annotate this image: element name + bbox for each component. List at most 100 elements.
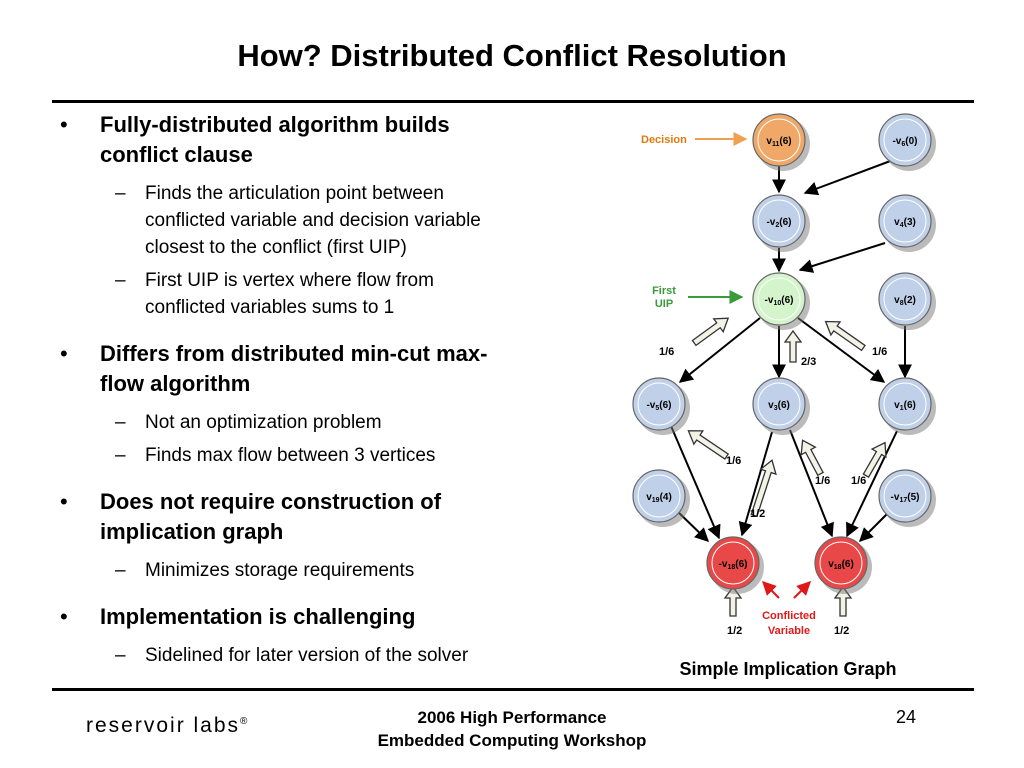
sub-line: closest to the conflict (first UIP) [145,237,407,258]
node-v11[interactable]: v11(6) [752,113,810,171]
sub-line: Finds max flow between 3 vertices [145,445,436,466]
graph-labels: Decision First UIP 1/6 2/3 1/6 1/6 1/6 1… [641,134,887,637]
svg-text:-v10(6): -v10(6) [765,295,794,307]
node-v19[interactable]: v19(4) [632,469,690,527]
svg-text:v8(2): v8(2) [894,295,916,307]
graph-nodes: v11(6) -v6(0) -v2(6) v4(3) -v10(6) [632,113,936,594]
sub-bullet-2-2: – Finds max flow between 3 vertices [58,442,558,469]
sub-line: Not an optimization problem [145,412,382,433]
svg-text:-v2(6): -v2(6) [766,217,791,229]
flow-arrows [687,317,887,617]
conflicted-label: Conflicted [762,610,816,622]
bullet-dot: • [60,112,68,137]
svg-text:-v6(0): -v6(0) [892,136,917,148]
flow-label-a: 1/6 [726,455,741,467]
flow-label-c: 1/6 [851,475,866,487]
bullet-2-line-2: flow algorithm [100,371,251,396]
bullet-1-line-2: conflict clause [100,142,253,167]
uip-label-first: First [652,285,676,297]
bullet-4: • Implementation is challenging [58,602,558,632]
flow-label-b: 1/6 [815,475,830,487]
flow-label-e: 1/2 [727,625,742,637]
decision-label: Decision [641,134,687,146]
bullet-2-line-1: Differs from distributed min-cut max- [100,341,488,366]
bullet-1-line-1: Fully-distributed algorithm builds [100,112,450,137]
flow-arrow-toward-v3-b [800,439,824,477]
edge-v3-nv18 [738,431,773,537]
footer-event-line-1: 2006 High Performance [417,708,607,727]
graph-caption: Simple Implication Graph [679,659,896,679]
conflict-arrow-left [762,581,780,599]
bullet-1: • Fully-distributed algorithm builds con… [58,110,558,170]
sub-line: Minimizes storage requirements [145,560,415,581]
node-nv10[interactable]: -v10(6) [752,272,810,330]
conflict-arrow-right [793,581,811,599]
svg-text:v11(6): v11(6) [766,136,791,148]
node-v18[interactable]: v18(6) [814,536,872,594]
flow-arrow-mid [783,329,803,363]
edge-nv5-nv18 [670,425,721,540]
edge-v4-nv10 [798,242,886,273]
bullet-2: • Differs from distributed min-cut max- … [58,339,558,399]
svg-text:v18(6): v18(6) [828,559,854,571]
node-v1[interactable]: v1(6) [878,377,936,435]
svg-text:-v17(5): -v17(5) [891,492,920,504]
node-v4[interactable]: v4(3) [878,194,936,252]
flow-label-f: 1/2 [834,625,849,637]
top-rule [52,100,974,103]
sub-line: conflicted variables sums to 1 [145,297,395,318]
flow-label-right: 1/6 [872,346,887,358]
edge-v3-v18 [789,429,834,538]
edge-nv10-nv5 [678,317,761,383]
bullet-3-line-2: implication graph [100,519,284,544]
svg-text:v19(4): v19(4) [646,492,672,504]
footer-event-line-2: Embedded Computing Workshop [377,731,647,750]
flow-arrow-toward-v1 [862,441,887,478]
sub-bullet-4-1: – Sidelined for later version of the sol… [58,642,558,669]
sub-bullet-3-1: – Minimizes storage requirements [58,557,558,584]
svg-text:-v5(6): -v5(6) [646,400,671,412]
bullet-3-line-1: Does not require construction of [100,489,442,514]
bottom-rule [52,688,974,691]
sub-line: First UIP is vertex where flow from [145,270,434,291]
edge-nv10-v1 [797,317,886,383]
svg-text:v4(3): v4(3) [894,217,916,229]
flow-arrow-toward-v3-a [750,459,777,518]
flow-label-left: 1/6 [659,346,674,358]
implication-graph: v11(6) -v6(0) -v2(6) v4(3) -v10(6) [632,113,936,679]
node-nv5[interactable]: -v5(6) [632,377,690,435]
edge-nv17-v18 [859,512,889,542]
uip-label-uip: UIP [655,298,673,310]
bullet-4-line-1: Implementation is challenging [100,604,416,629]
reservoir-labs-logo: reservoir labs® [86,714,247,738]
node-nv2[interactable]: -v2(6) [752,194,810,252]
page-number: 24 [896,707,917,727]
flow-arrow-right [824,320,866,352]
logo-text: reservoir labs [86,714,241,737]
node-v3[interactable]: v3(6) [752,377,810,435]
node-nv17[interactable]: -v17(5) [878,469,936,527]
sub-line: conflicted variable and decision variabl… [145,210,481,231]
footer-event: 2006 High Performance Embedded Computing… [300,706,724,752]
node-v8[interactable]: v8(2) [878,272,936,330]
edge-v1-v18 [846,430,898,538]
sub-line: Sidelined for later version of the solve… [145,645,469,666]
edge-nv6-nv2 [803,159,894,196]
svg-text:-v18(6): -v18(6) [719,559,748,571]
variable-label: Variable [768,625,810,637]
registered-mark: ® [240,716,248,727]
flow-arrow-left [691,317,730,347]
sub-bullet-1-1: – Finds the articulation point between c… [58,180,558,261]
sub-bullet-1-2: – First UIP is vertex where flow from co… [58,267,558,321]
node-nv6[interactable]: -v6(0) [878,113,936,171]
svg-text:v1(6): v1(6) [894,400,916,412]
slide-title: How? Distributed Conflict Resolution [237,38,787,73]
graph-edges [670,159,912,542]
svg-text:v3(6): v3(6) [768,400,790,412]
sub-line: Finds the articulation point between [145,183,444,204]
node-nv18[interactable]: -v18(6) [706,536,764,594]
bullet-3: • Does not require construction of impli… [58,487,558,547]
flow-label-d: 1/2 [750,508,765,520]
flow-label-mid: 2/3 [801,356,816,368]
flow-arrow-toward-nv5 [687,430,730,460]
